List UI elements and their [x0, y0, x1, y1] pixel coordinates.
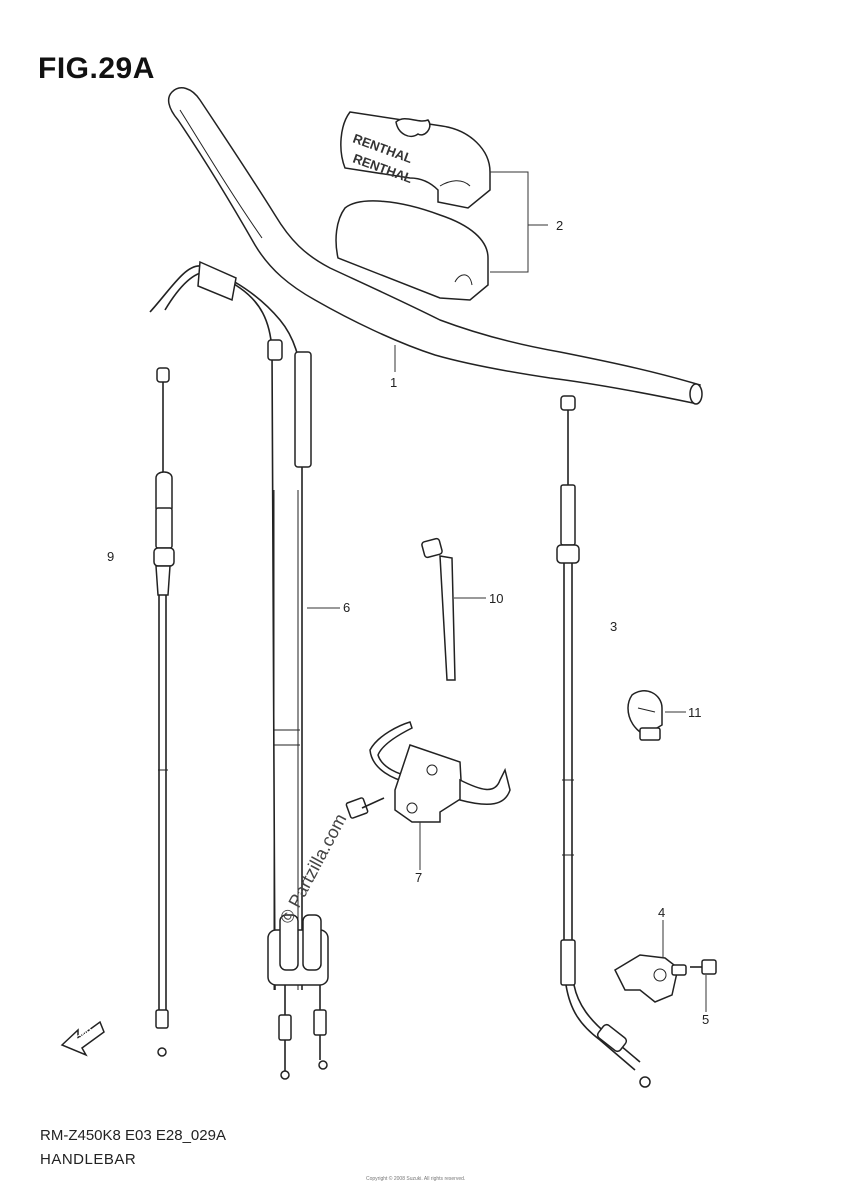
cable-9[interactable] — [153, 367, 175, 1057]
callout-3: 3 — [610, 619, 617, 634]
callout-4: 4 — [658, 905, 665, 920]
watermark-text: © Partzilla.com — [276, 810, 351, 926]
throttle-cable[interactable] — [149, 260, 329, 1080]
callout-7: 7 — [415, 870, 422, 885]
callout-11: 11 — [688, 705, 702, 720]
model-code: RM-Z450K8 E03 E28_029A — [40, 1127, 226, 1144]
callout-lines — [307, 171, 707, 1012]
clutch-cable[interactable] — [556, 395, 651, 1088]
cable-clamp[interactable] — [627, 690, 663, 741]
bar-pad[interactable]: RENTHAL RENTHAL — [335, 111, 491, 301]
lever-holder[interactable] — [614, 954, 687, 1003]
footer-copyright: Copyright © 2008 Suzuki. All rights rese… — [366, 1176, 466, 1182]
handlebar[interactable] — [167, 87, 703, 405]
bracket[interactable] — [369, 721, 511, 823]
callout-1: 1 — [390, 375, 397, 390]
callout-2: 2 — [556, 218, 563, 233]
callout-10: 10 — [489, 591, 503, 606]
lever-holder-bolt[interactable] — [690, 959, 717, 975]
callout-9: 9 — [107, 549, 114, 564]
bracket-bolt[interactable] — [345, 797, 385, 819]
forward-arrow: FWD — [60, 1020, 105, 1057]
callout-5: 5 — [702, 1012, 709, 1027]
figure-title: FIG.29A — [38, 52, 155, 85]
part-name: HANDLEBAR — [40, 1151, 137, 1168]
callout-6: 6 — [343, 600, 350, 615]
cable-tie[interactable] — [421, 537, 456, 681]
